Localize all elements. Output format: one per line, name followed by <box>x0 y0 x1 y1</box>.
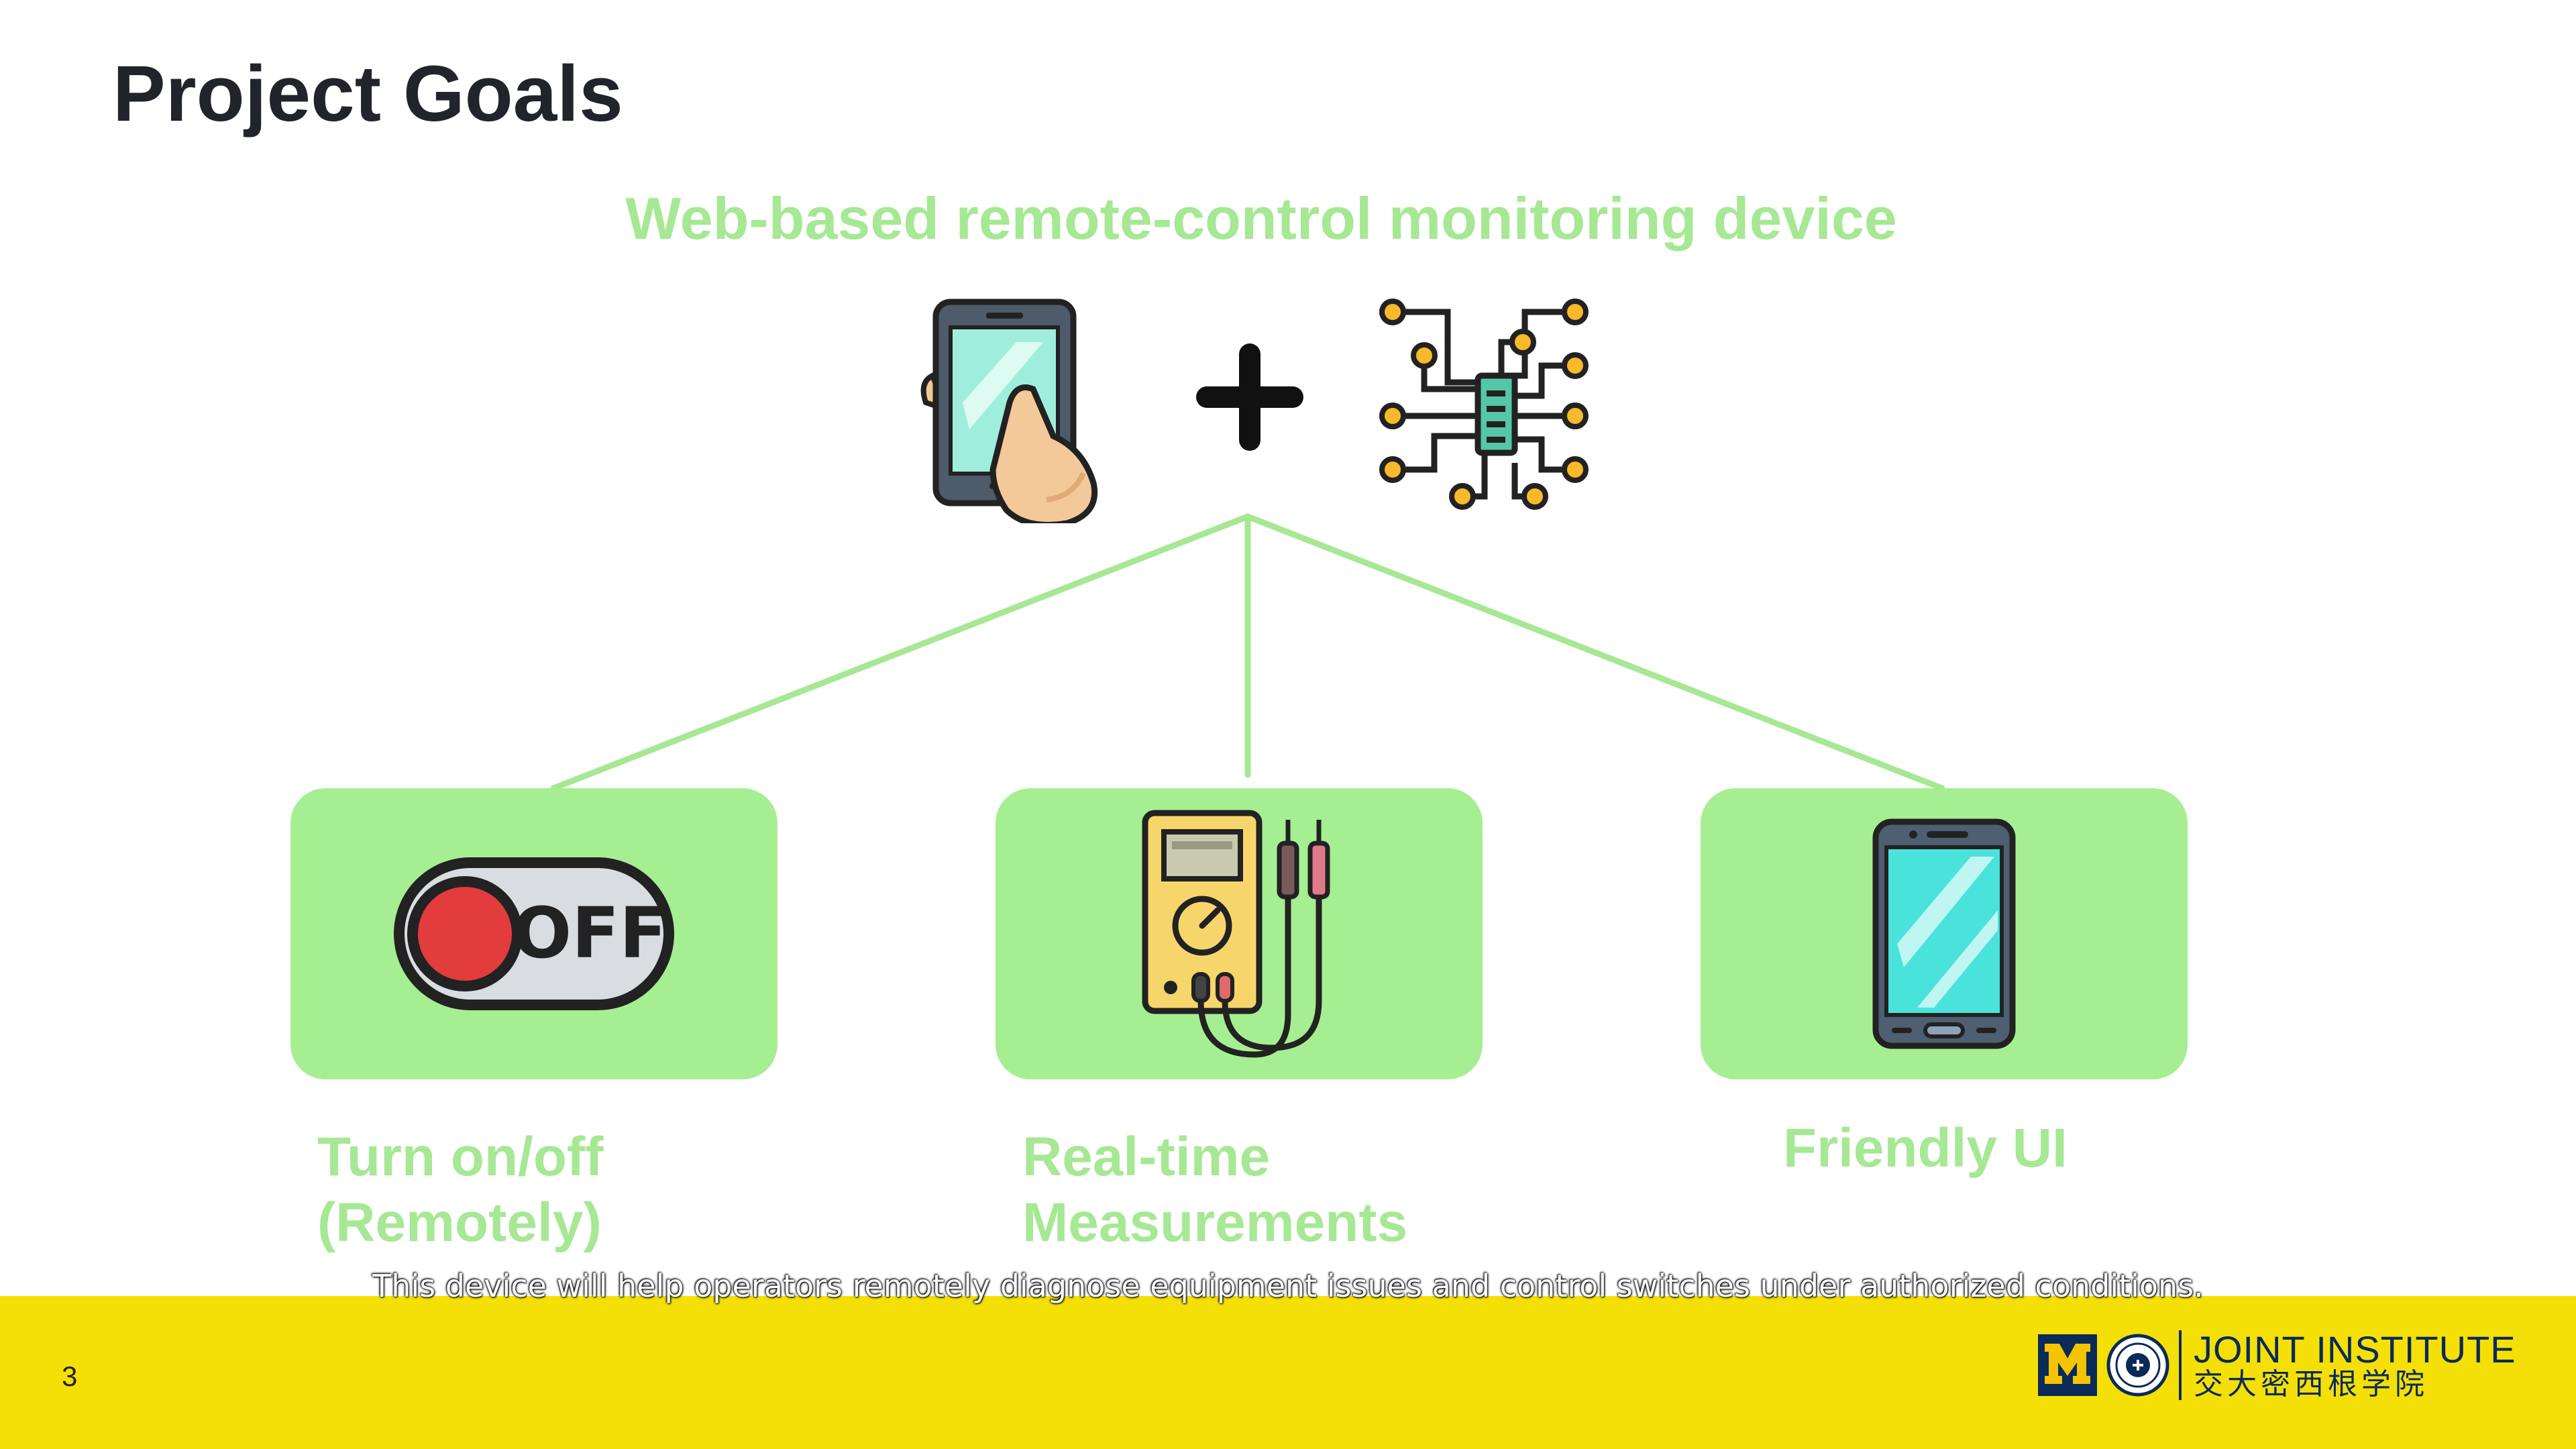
goal-card-friendly-ui <box>1701 788 2188 1079</box>
goal-label-line: Measurements <box>1022 1192 1408 1253</box>
logo-text-cn: 交大密西根学院 <box>2194 1367 2428 1401</box>
circuit-chip-icon <box>1379 299 1589 510</box>
joint-institute-logo: JOINT INSTITUTE 交大密西根学院 <box>2038 1330 2516 1400</box>
smartphone-icon <box>1872 818 2016 1049</box>
subtitle-caption: This device will help operators remotely… <box>372 1268 2204 1304</box>
goal-label-friendly-ui: Friendly UI <box>1783 1116 2068 1181</box>
page-number: 3 <box>62 1360 78 1392</box>
slide-title: Project Goals <box>113 50 623 138</box>
goal-card-measurements <box>996 788 1483 1079</box>
goal-label-remote-switch: Turn on/off (Remotely) <box>317 1124 604 1256</box>
goal-label-line: Real-time <box>1022 1126 1271 1187</box>
goal-card-remote-switch: OFF <box>290 788 777 1079</box>
umich-block-m-logo <box>2038 1334 2097 1396</box>
goal-label-measurements: Real-time Measurements <box>1022 1124 1407 1256</box>
goal-label-line: Friendly UI <box>1783 1118 2068 1179</box>
multimeter-icon <box>1142 810 1330 1058</box>
logo-wordmark: JOINT INSTITUTE 交大密西根学院 <box>2179 1330 2516 1400</box>
goal-label-line: Turn on/off <box>317 1126 604 1187</box>
logo-text-en: JOINT INSTITUTE <box>2194 1328 2516 1371</box>
sjtu-seal-logo <box>2106 1334 2169 1397</box>
plus-icon <box>1196 343 1303 451</box>
goal-label-line: (Remotely) <box>317 1192 602 1253</box>
off-switch-icon: OFF <box>394 857 674 1010</box>
svg-text:OFF: OFF <box>513 892 667 974</box>
hand-phone-icon <box>920 299 1098 523</box>
slide-subtitle: Web-based remote-control monitoring devi… <box>625 185 1897 252</box>
